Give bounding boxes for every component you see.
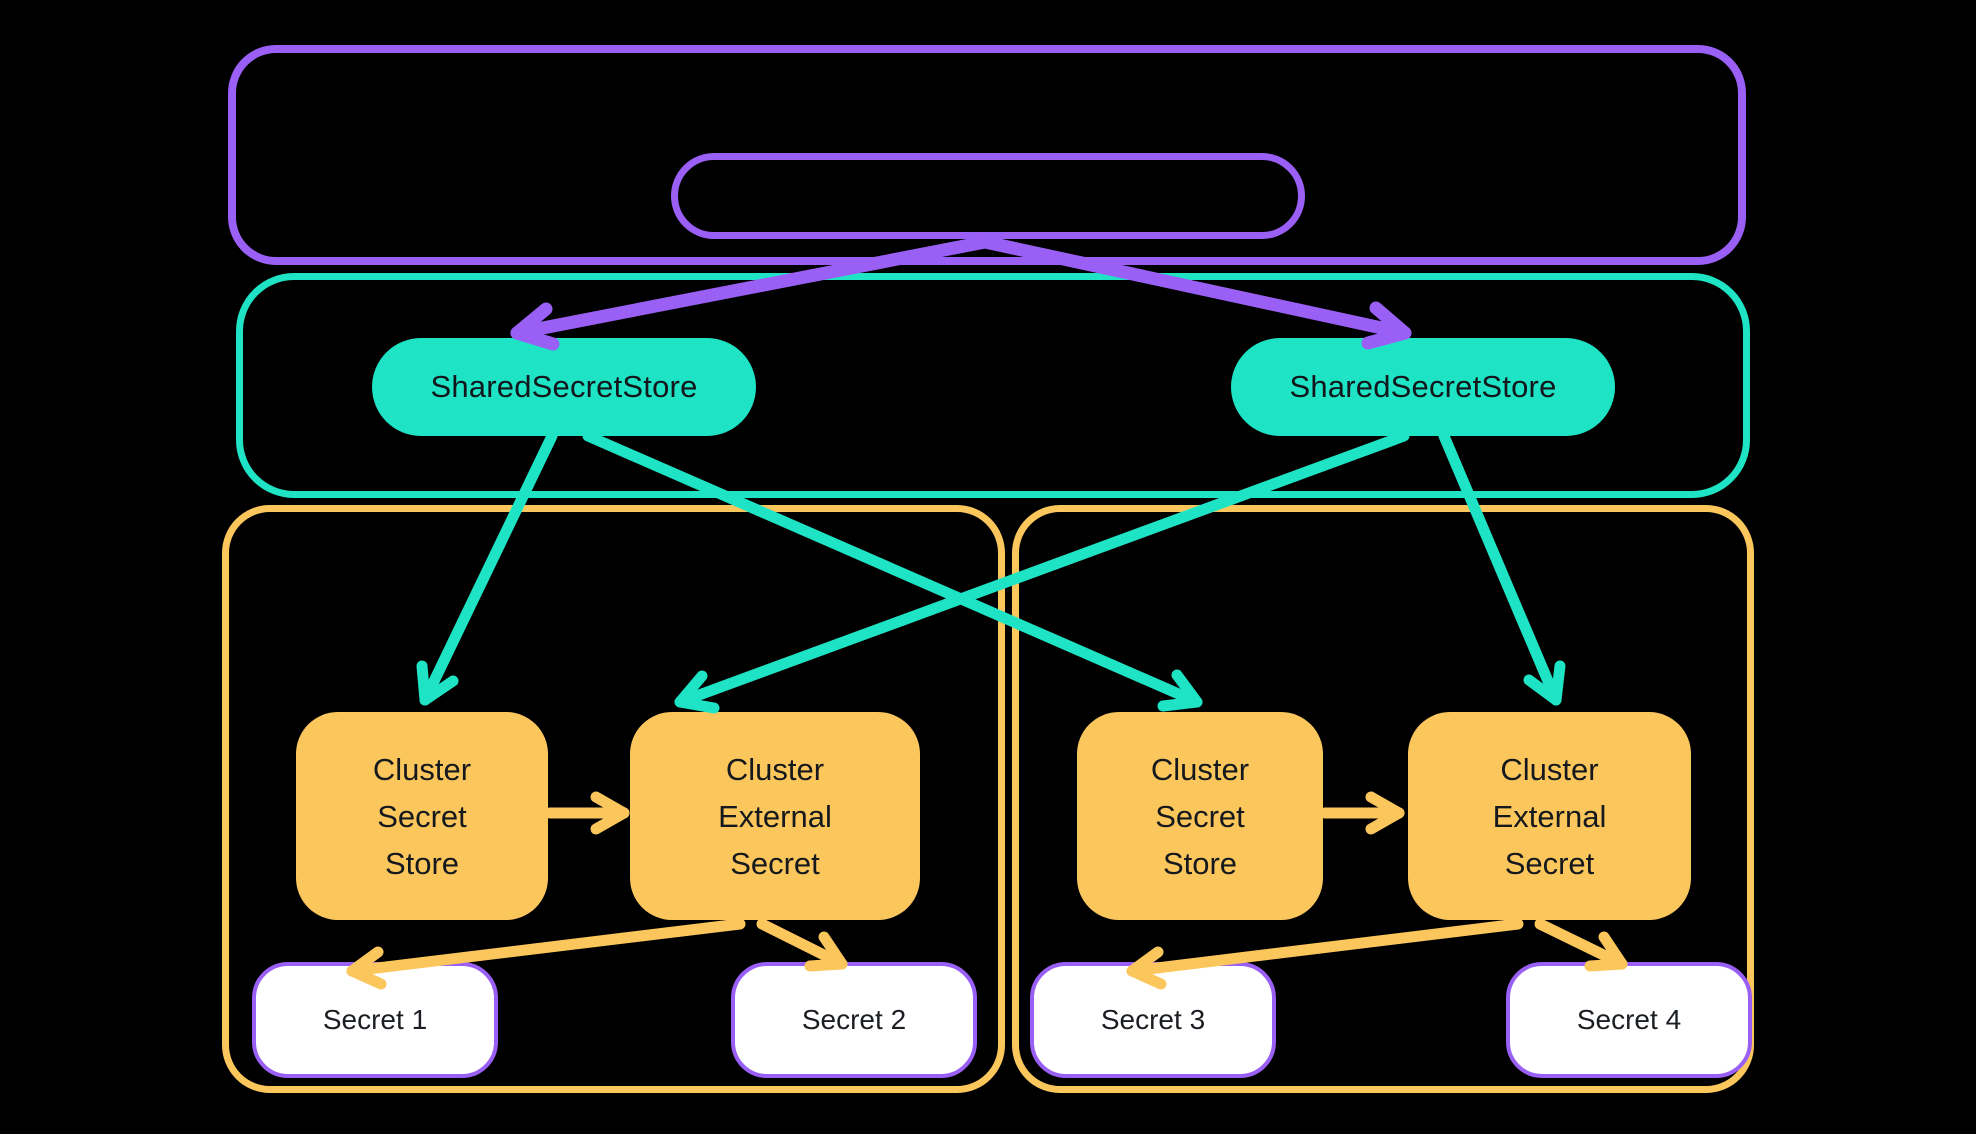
- cluster-secret-store-left-line3: Store: [384, 845, 460, 881]
- cluster-secret-store-right-line2: Secret: [1155, 798, 1245, 834]
- secret-1-label: Secret 1: [322, 1004, 428, 1035]
- shared-secret-store-right: SharedSecretStore: [1231, 338, 1615, 436]
- cluster-secret-store-left-line2: Secret: [377, 798, 467, 834]
- cluster-external-secret-right: Cluster External Secret: [1408, 712, 1691, 920]
- secret-4-pill: Secret 4: [1506, 962, 1752, 1078]
- shared-secret-store-left: SharedSecretStore: [372, 338, 756, 436]
- shared-secret-store-right-label: SharedSecretStore: [1289, 369, 1557, 404]
- cluster-external-secret-left-line1: Cluster: [725, 751, 825, 787]
- secret-3-pill: Secret 3: [1030, 962, 1276, 1078]
- cluster-external-secret-left-line3: Secret: [730, 845, 820, 881]
- cluster-secret-store-right-line1: Cluster: [1150, 751, 1250, 787]
- cluster-external-secret-left-line2: External: [718, 798, 832, 834]
- cluster-external-secret-right-line3: Secret: [1504, 845, 1595, 881]
- cluster-secret-store-left-line1: Cluster: [372, 751, 472, 787]
- secret-1-pill: Secret 1: [252, 962, 498, 1078]
- shared-secret-store-left-label: SharedSecretStore: [430, 369, 698, 404]
- cluster-external-secret-right-line2: External: [1492, 798, 1607, 834]
- cluster-secret-store-right: Cluster Secret Store: [1077, 712, 1323, 920]
- cluster-external-secret-right-line1: Cluster: [1500, 751, 1599, 787]
- secret-2-label: Secret 2: [801, 1004, 907, 1035]
- cluster-secret-store-right-line3: Store: [1162, 845, 1238, 881]
- cluster-secret-store-left: Cluster Secret Store: [296, 712, 548, 920]
- secret-4-label: Secret 4: [1576, 1004, 1682, 1035]
- cluster-external-secret-left: Cluster External Secret: [630, 712, 920, 920]
- secret-3-label: Secret 3: [1100, 1004, 1206, 1035]
- management-source-pill: [671, 153, 1305, 239]
- secret-2-pill: Secret 2: [731, 962, 977, 1078]
